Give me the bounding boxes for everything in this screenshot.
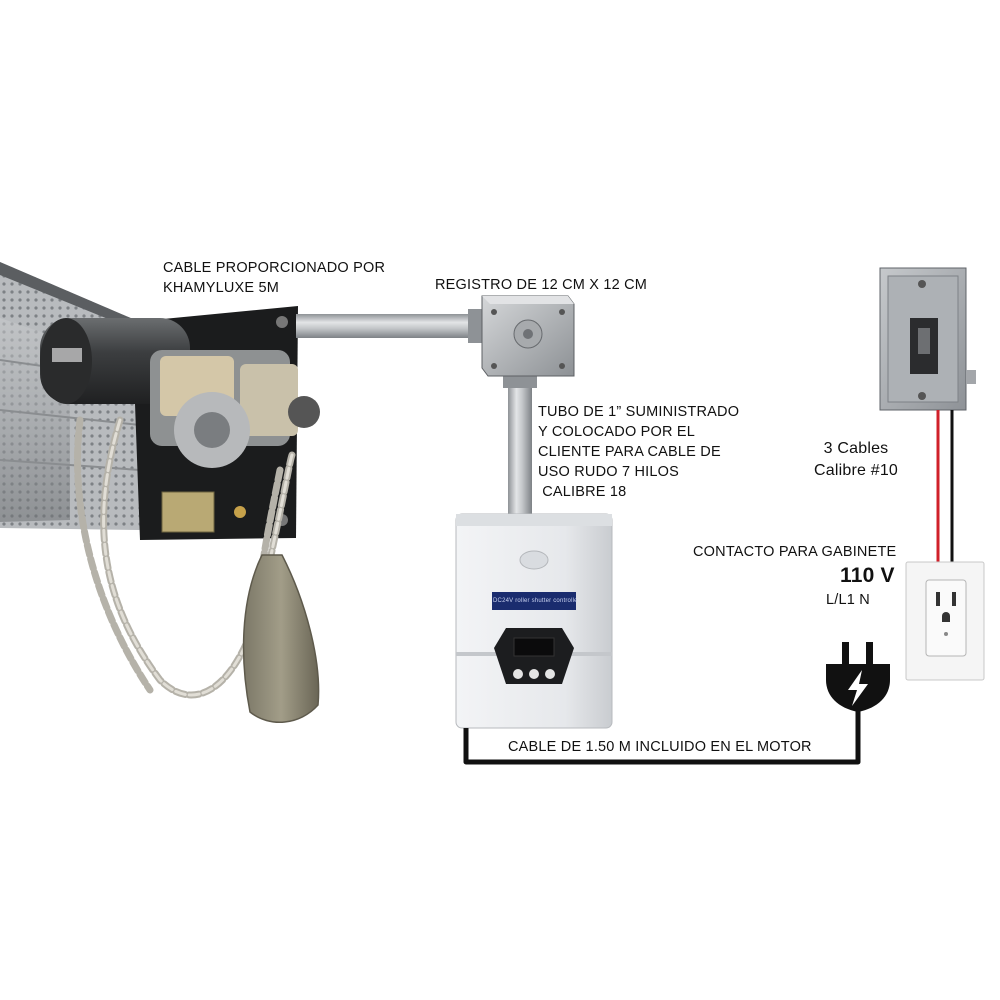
breaker-panel (880, 268, 976, 410)
controller-box (456, 514, 612, 728)
power-plug-icon (826, 642, 890, 712)
registro-label: REGISTRO DE 12 CM X 12 CM (435, 275, 647, 295)
tubo-line-3: CLIENTE PARA CABLE DE (538, 442, 739, 462)
phase-label: L/L1 N (826, 590, 870, 610)
cables-calibre-label: 3 Cables Calibre #10 (808, 438, 904, 482)
tubo-line-4: USO RUDO 7 HILOS (538, 462, 739, 482)
controller-display-text: DC24V roller shutter controller (493, 593, 577, 609)
tubo-label: TUBO DE 1” SUMINISTRADO Y COLOCADO POR E… (538, 402, 739, 502)
junction-box (482, 296, 574, 376)
cables-calibre-line-1: 3 Cables (808, 438, 904, 460)
cable-khamyluxe-line-1: CABLE PROPORCIONADO POR (163, 258, 385, 278)
voltage-label: 110 V (840, 564, 895, 588)
cable-khamyluxe-label: CABLE PROPORCIONADO POR KHAMYLUXE 5M (163, 258, 385, 298)
wall-outlet (906, 562, 984, 680)
tubo-line-5: CALIBRE 18 (538, 482, 739, 502)
contacto-label: CONTACTO PARA GABINETE (693, 542, 896, 562)
tubo-line-1: TUBO DE 1” SUMINISTRADO (538, 402, 739, 422)
tubo-line-2: Y COLOCADO POR EL (538, 422, 739, 442)
cable-motor-label: CABLE DE 1.50 M INCLUIDO EN EL MOTOR (508, 737, 812, 757)
cables-calibre-line-2: Calibre #10 (808, 460, 904, 482)
cable-khamyluxe-line-2: KHAMYLUXE 5M (163, 278, 385, 298)
garage-door-motor (0, 262, 320, 722)
